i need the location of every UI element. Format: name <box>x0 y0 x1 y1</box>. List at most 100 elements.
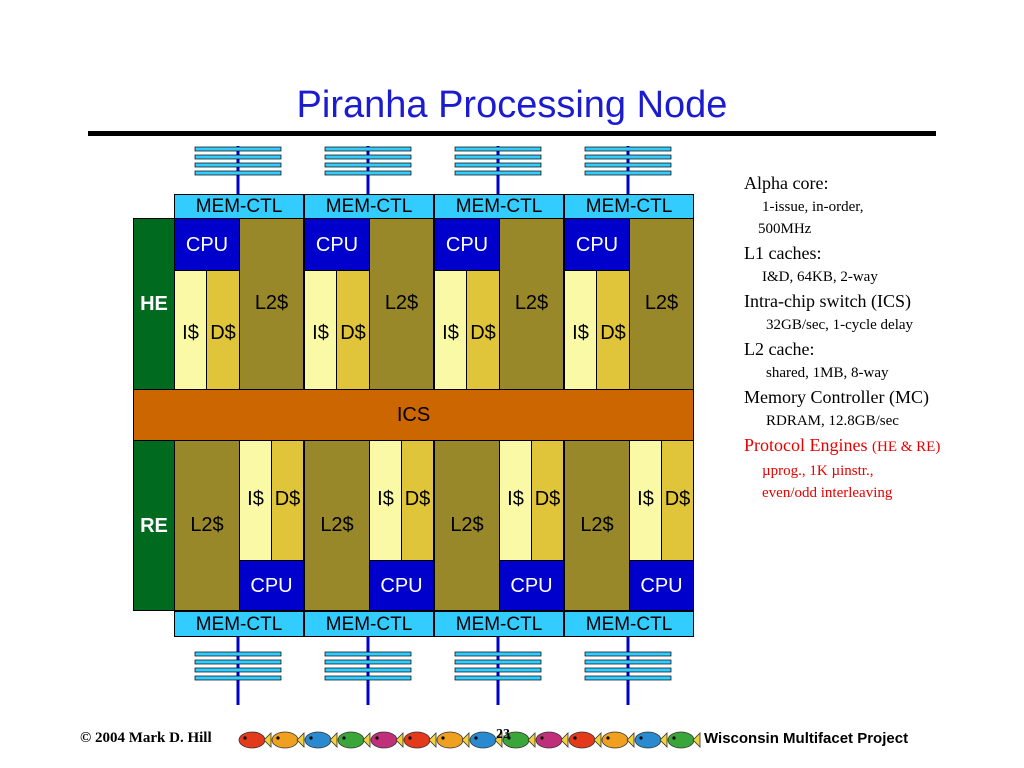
note-ics-heading: Intra-chip switch (ICS) <box>744 291 911 311</box>
rdram-channel-bottom-4-4 <box>584 675 672 681</box>
cpu-top-1: CPU <box>174 218 240 271</box>
memctl-top-3: MEM-CTL <box>434 194 564 219</box>
icache-top-4: I$ <box>564 270 597 390</box>
rdram-channel-top-2-2 <box>324 154 412 160</box>
fish-icon <box>436 731 470 749</box>
cpu-bottom-2: CPU <box>369 560 434 611</box>
icache-bottom-3: I$ <box>499 440 532 561</box>
l2-top-3: L2$ <box>499 218 564 390</box>
cpu-top-2: CPU <box>304 218 370 271</box>
icache-top-1: I$ <box>174 270 207 390</box>
fish-icon <box>238 731 272 749</box>
rdram-channel-top-1-3 <box>194 162 282 168</box>
title-divider <box>88 131 936 136</box>
rdram-channel-top-2-3 <box>324 162 412 168</box>
note-pe-heading-suffix: (HE & RE) <box>872 439 941 455</box>
footer-copyright: © 2004 Mark D. Hill <box>80 730 212 746</box>
rdram-channel-bottom-1-3 <box>194 667 282 673</box>
note-alpha-detail-1: 1-issue, in-order, <box>762 199 864 215</box>
rdram-channel-top-3-4 <box>454 170 542 176</box>
rdram-channel-bottom-3-3 <box>454 667 542 673</box>
cpu-top-3: CPU <box>434 218 500 271</box>
l2-bottom-2: L2$ <box>304 440 370 611</box>
fish-icon <box>370 731 404 749</box>
fish-icon <box>535 731 569 749</box>
note-mc-heading: Memory Controller (MC) <box>744 387 929 407</box>
notes-panel: Alpha core: 1-issue, in-order, 500MHz L1… <box>744 170 1020 504</box>
memctl-bottom-4: MEM-CTL <box>564 611 694 637</box>
rdram-channel-bottom-1-4 <box>194 675 282 681</box>
dcache-bottom-2: D$ <box>401 440 434 561</box>
memctl-top-4: MEM-CTL <box>564 194 694 219</box>
fish-icon <box>337 731 371 749</box>
dcache-top-3: D$ <box>466 270 500 390</box>
rdram-channel-bottom-4-1 <box>584 651 672 657</box>
note-l1-heading: L1 caches: <box>744 243 822 263</box>
l2-top-4: L2$ <box>629 218 694 390</box>
l2-top-2: L2$ <box>369 218 434 390</box>
fish-icon <box>634 731 668 749</box>
rdram-channel-bottom-2-3 <box>324 667 412 673</box>
rdram-channel-bottom-2-1 <box>324 651 412 657</box>
slide-title: Piranha Processing Node <box>296 84 728 126</box>
icache-top-2: I$ <box>304 270 337 390</box>
note-l2-heading: L2 cache: <box>744 339 815 359</box>
fish-icon <box>601 731 635 749</box>
fish-icon <box>667 731 701 749</box>
rdram-channel-bottom-1-2 <box>194 659 282 665</box>
rdram-channel-top-4-2 <box>584 154 672 160</box>
rdram-channel-top-4-3 <box>584 162 672 168</box>
rdram-channel-top-4-4 <box>584 170 672 176</box>
cpu-bottom-4: CPU <box>629 560 694 611</box>
note-l1-detail: I&D, 64KB, 2-way <box>762 269 878 285</box>
memctl-bottom-2: MEM-CTL <box>304 611 434 637</box>
ics-switch: ICS <box>133 389 694 441</box>
l2-bottom-3: L2$ <box>434 440 500 611</box>
rdram-channel-bottom-3-4 <box>454 675 542 681</box>
rdram-channel-top-2-1 <box>324 146 412 152</box>
fish-icon <box>403 731 437 749</box>
icache-bottom-4: I$ <box>629 440 662 561</box>
rdram-channel-bottom-3-2 <box>454 659 542 665</box>
icache-top-3: I$ <box>434 270 467 390</box>
rdram-channel-bottom-4-2 <box>584 659 672 665</box>
note-alpha-heading: Alpha core: <box>744 173 829 193</box>
memctl-bottom-3: MEM-CTL <box>434 611 564 637</box>
footer-project: Wisconsin Multifacet Project <box>704 730 909 747</box>
fish-icon <box>568 731 602 749</box>
note-pe-heading: Protocol Engines (HE & RE) <box>744 432 1020 460</box>
note-pe-heading-main: Protocol Engines <box>744 435 868 455</box>
fish-icon <box>271 731 305 749</box>
l2-bottom-1: L2$ <box>174 440 240 611</box>
memctl-top-2: MEM-CTL <box>304 194 434 219</box>
rdram-channel-top-4-1 <box>584 146 672 152</box>
cpu-bottom-3: CPU <box>499 560 564 611</box>
dcache-top-4: D$ <box>596 270 630 390</box>
page-number: 23 <box>496 727 510 742</box>
cpu-bottom-1: CPU <box>239 560 304 611</box>
note-pe-detail-2: even/odd interleaving <box>762 485 893 501</box>
l2-top-1: L2$ <box>239 218 304 390</box>
dcache-bottom-4: D$ <box>661 440 694 561</box>
home-engine: HE <box>133 218 175 390</box>
rdram-channel-top-2-4 <box>324 170 412 176</box>
memctl-bottom-1: MEM-CTL <box>174 611 304 637</box>
note-l2-detail: shared, 1MB, 8-way <box>766 365 889 381</box>
rdram-channel-bottom-2-2 <box>324 659 412 665</box>
rdram-channel-bottom-1-1 <box>194 651 282 657</box>
icache-bottom-2: I$ <box>369 440 402 561</box>
note-ics-detail: 32GB/sec, 1-cycle delay <box>766 317 914 333</box>
dcache-top-2: D$ <box>336 270 370 390</box>
cpu-top-4: CPU <box>564 218 630 271</box>
note-mc-detail: RDRAM, 12.8GB/sec <box>766 413 899 429</box>
memctl-top-1: MEM-CTL <box>174 194 304 219</box>
rdram-channel-top-3-1 <box>454 146 542 152</box>
rdram-channel-top-1-2 <box>194 154 282 160</box>
note-pe-detail-1: µprog., 1K µinstr., <box>762 463 874 479</box>
fish-icon <box>502 731 536 749</box>
rdram-channel-top-3-3 <box>454 162 542 168</box>
fish-icon <box>469 731 503 749</box>
rdram-channel-top-3-2 <box>454 154 542 160</box>
rdram-channel-bottom-2-4 <box>324 675 412 681</box>
